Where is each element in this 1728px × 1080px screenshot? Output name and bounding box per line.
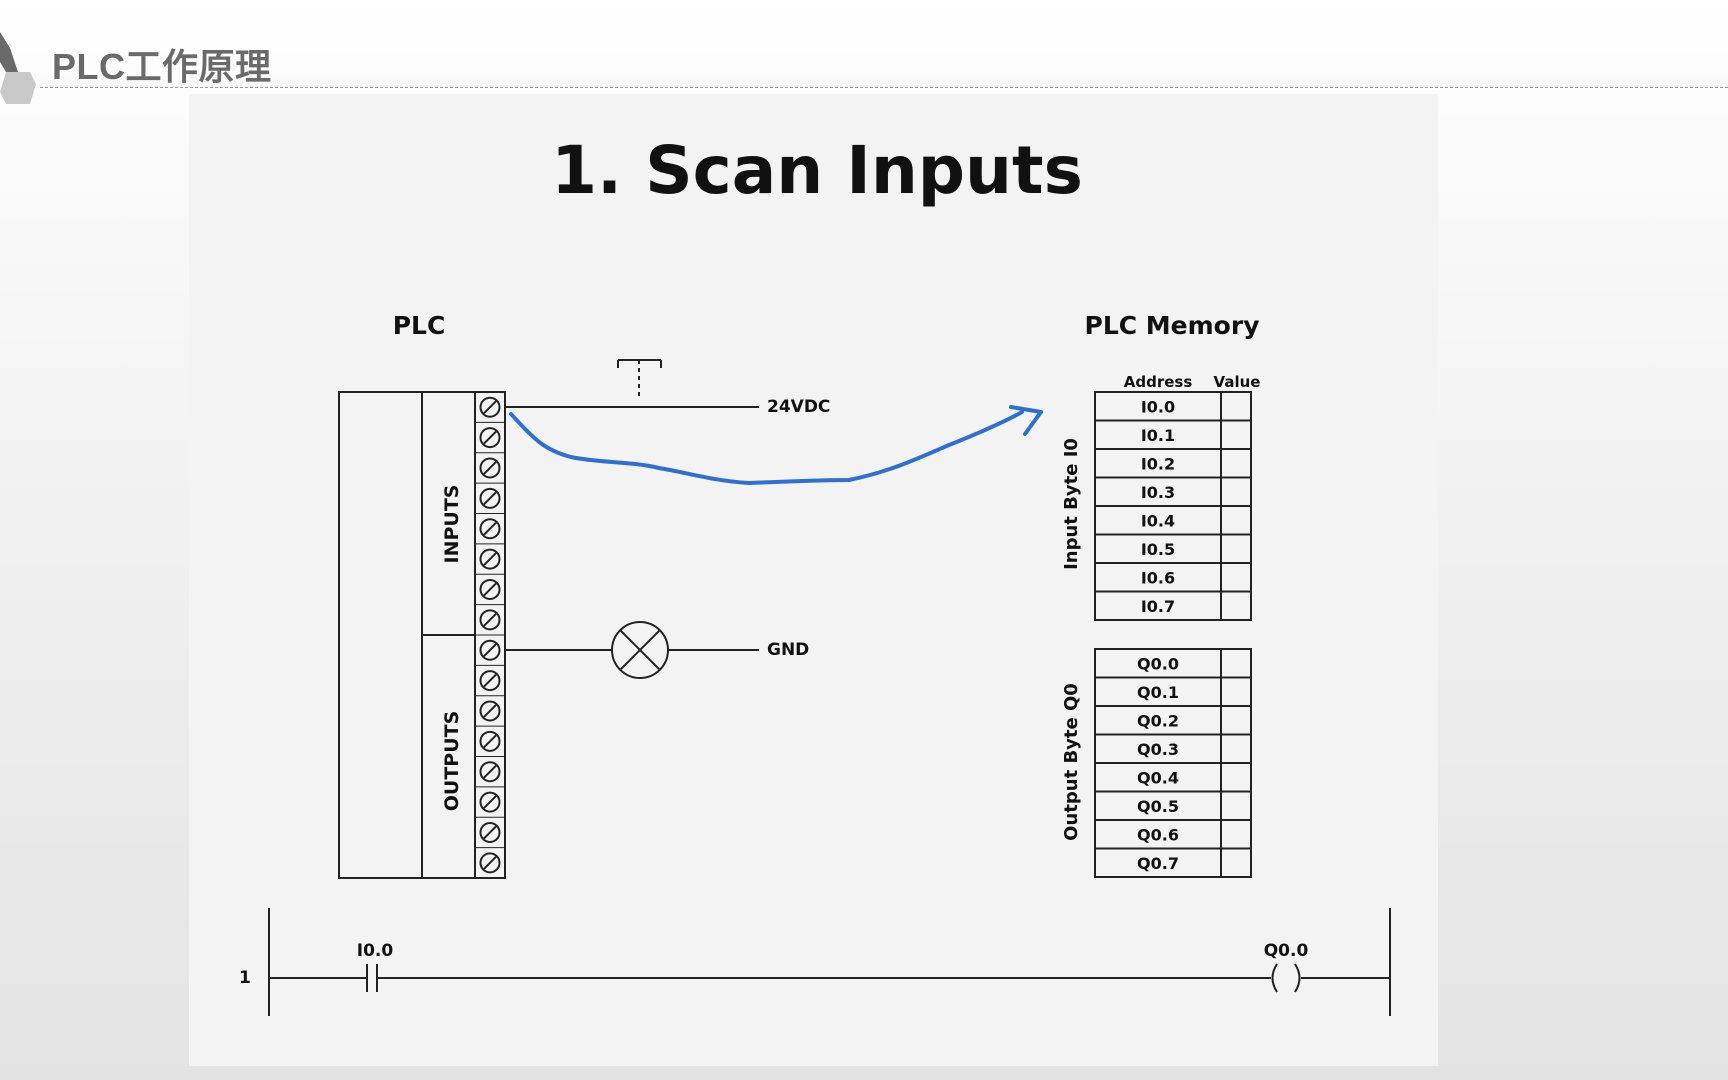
- terminal-screw-icon: [479, 609, 501, 631]
- coil-left-arc: [1271, 963, 1278, 993]
- output-row-address: Q0.4: [1137, 768, 1179, 787]
- output-row-address: Q0.6: [1137, 825, 1179, 844]
- terminal-screw-icon: [479, 761, 501, 783]
- plc-scan-diagram: 1. Scan Inputs PLC INPUTS OUTPUTS 24VDC: [239, 132, 1391, 1016]
- output-row-address: Q0.3: [1137, 740, 1179, 759]
- diagram-panel: 1. Scan Inputs PLC INPUTS OUTPUTS 24VDC: [189, 94, 1438, 1066]
- terminal-screw-icon: [479, 457, 501, 479]
- terminal-screw-icon: [479, 670, 501, 692]
- terminal-screw-icon: [479, 518, 501, 540]
- input-row-address: I0.1: [1141, 426, 1175, 445]
- terminal-screw-icon: [479, 427, 501, 449]
- rung-number: 1: [239, 968, 251, 988]
- ladder-rung: [268, 908, 1391, 1016]
- contact-address-label: I0.0: [357, 941, 394, 961]
- outputs-section-label: OUTPUTS: [441, 711, 463, 812]
- scan-arrow: [509, 405, 1043, 485]
- address-column-header: Address: [1124, 373, 1193, 391]
- output-lamp: [505, 621, 759, 679]
- input-byte-label: Input Byte I0: [1061, 438, 1082, 570]
- terminal-screw-icon: [479, 396, 501, 418]
- header-divider: [40, 87, 1728, 88]
- terminal-screw-icon: [479, 791, 501, 813]
- diagram-title: 1. Scan Inputs: [551, 132, 1083, 209]
- output-row-address: Q0.0: [1137, 654, 1179, 673]
- input-byte-table: I0.0I0.1I0.2I0.3I0.4I0.5I0.6I0.7: [1094, 391, 1252, 621]
- coil-right-arc: [1294, 963, 1301, 993]
- input-row-address: I0.4: [1141, 511, 1175, 530]
- terminal-screw-icon: [479, 548, 501, 570]
- output-row-address: Q0.7: [1137, 854, 1179, 873]
- terminal-screw-icon: [479, 487, 501, 509]
- terminal-screw-icon: [479, 852, 501, 874]
- plc-label: PLC: [393, 311, 446, 340]
- input-switch: [505, 359, 759, 408]
- ground-label: GND: [767, 640, 809, 660]
- output-byte-table: Q0.0Q0.1Q0.2Q0.3Q0.4Q0.5Q0.6Q0.7: [1094, 648, 1252, 878]
- coil-address-label: Q0.0: [1264, 941, 1309, 961]
- value-column-header: Value: [1214, 373, 1261, 391]
- input-row-address: I0.5: [1141, 540, 1175, 559]
- output-row-address: Q0.1: [1137, 683, 1179, 702]
- terminal-screw-icon: [479, 821, 501, 843]
- input-row-address: I0.6: [1141, 568, 1175, 587]
- input-row-address: I0.2: [1141, 454, 1175, 473]
- slide-header: PLC工作原理: [0, 0, 1728, 104]
- supply-24vdc-label: 24VDC: [767, 397, 830, 417]
- terminal-screw-icon: [479, 639, 501, 661]
- output-row-address: Q0.5: [1137, 797, 1179, 816]
- input-row-address: I0.3: [1141, 483, 1175, 502]
- memory-title: PLC Memory: [1085, 311, 1260, 340]
- input-row-address: I0.0: [1141, 397, 1175, 416]
- terminal-screw-icon: [479, 730, 501, 752]
- slide-title: PLC工作原理: [52, 46, 272, 87]
- terminal-strip: [475, 396, 505, 874]
- output-byte-label: Output Byte Q0: [1061, 683, 1082, 841]
- terminal-screw-icon: [479, 700, 501, 722]
- output-row-address: Q0.2: [1137, 711, 1179, 730]
- input-row-address: I0.7: [1141, 597, 1175, 616]
- terminal-screw-icon: [479, 578, 501, 600]
- hexagon-logo-icon: [0, 32, 36, 104]
- inputs-section-label: INPUTS: [441, 485, 463, 564]
